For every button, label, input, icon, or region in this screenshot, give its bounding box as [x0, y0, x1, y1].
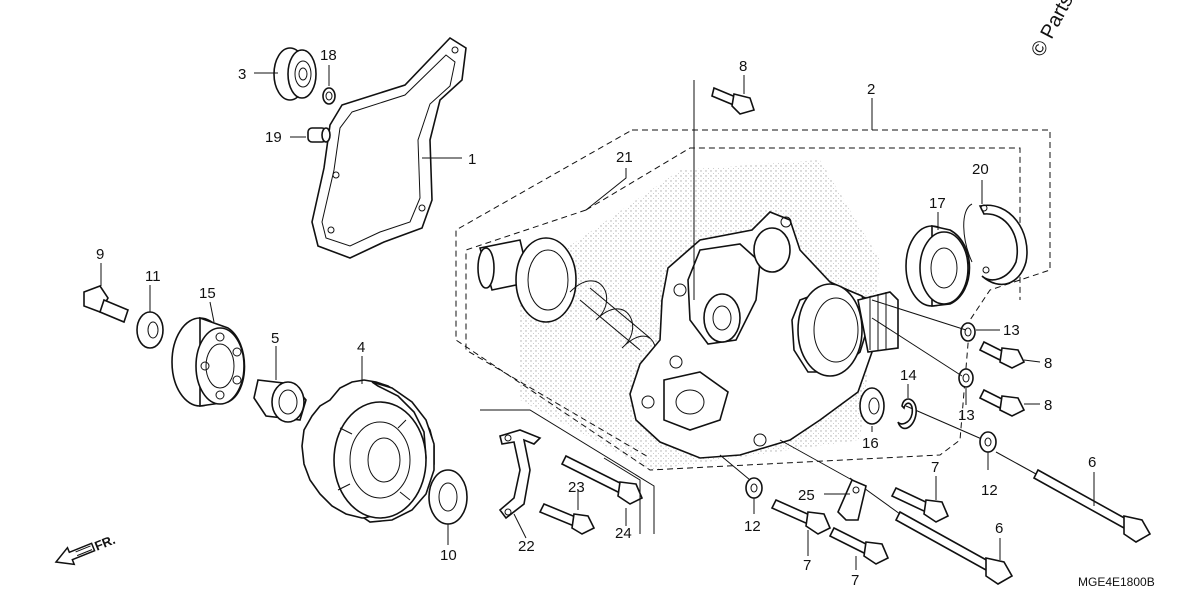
callout-24: 24: [615, 525, 632, 542]
callout-21: 21: [616, 149, 633, 166]
callout-7b: 7: [803, 557, 811, 574]
callout-12a: 12: [981, 482, 998, 499]
callout-23: 23: [568, 479, 585, 496]
callout-17: 17: [929, 195, 946, 212]
bolt-part-8-upper: [978, 340, 1026, 369]
callout-9: 9: [96, 246, 104, 263]
callout-2: 2: [867, 81, 875, 98]
callout-labels: 1 2 3 4 5 6 6 7 7 7 8 8 8 9 10 11 12 12 …: [96, 47, 1096, 589]
washer-part-12-left: [745, 477, 763, 499]
snap-ring-part-20: [978, 204, 1028, 286]
washer-part-11: [136, 311, 164, 349]
callout-8c: 8: [1044, 397, 1052, 414]
callout-12b: 12: [744, 518, 761, 535]
cap-seal-part: [273, 47, 317, 101]
circlip-part-14: [897, 398, 917, 430]
callout-11: 11: [145, 268, 161, 285]
bolt-part-9: [83, 285, 129, 324]
diagram-code: MGE4E1800B: [1078, 575, 1155, 589]
thrust-washer-part-10: [428, 469, 468, 525]
callout-15: 15: [199, 285, 216, 302]
washer-part-13-upper: [960, 322, 976, 342]
gasket-part: [311, 36, 467, 259]
long-bolt-part-6-lower: [894, 510, 1014, 585]
callout-8a: 8: [739, 58, 747, 75]
washer-part-13-lower: [958, 368, 974, 388]
assembly-outline-2: [455, 129, 1051, 471]
bolt-part-8-top: [711, 86, 756, 115]
washer-part-12-right: [979, 431, 997, 453]
callout-8b: 8: [1044, 355, 1052, 372]
callout-25: 25: [798, 487, 815, 504]
callout-6a: 6: [1088, 454, 1096, 471]
front-direction-arrow: FR.: [54, 532, 117, 566]
seal-part-16: [859, 387, 885, 425]
callout-1: 1: [468, 151, 476, 168]
callout-4: 4: [357, 339, 365, 356]
oil-seal-part-17: [905, 225, 971, 307]
bracket-part-22: [498, 429, 542, 520]
callout-13b: 13: [958, 407, 975, 424]
callout-7a: 7: [931, 459, 939, 476]
callout-6b: 6: [995, 520, 1003, 537]
callout-14: 14: [900, 367, 917, 384]
callout-19: 19: [265, 129, 282, 146]
long-bolt-part-6-upper: [1032, 468, 1152, 543]
callout-10: 10: [440, 547, 457, 564]
callout-18: 18: [320, 47, 337, 64]
collar-part-5: [253, 379, 307, 423]
front-direction-label: FR.: [92, 532, 117, 554]
bolt-part-7-lower: [828, 526, 890, 565]
callout-3: 3: [238, 66, 246, 83]
callout-20: 20: [972, 161, 989, 178]
bolt-part-7-middle: [770, 498, 832, 535]
dowel-pin-part-19: [307, 127, 331, 143]
gear-part-4: [301, 379, 435, 523]
bolt-part-8-lower: [978, 388, 1026, 417]
final-drive-housing: [477, 160, 899, 470]
callout-7c: 7: [851, 572, 859, 589]
callout-16: 16: [862, 435, 879, 452]
o-ring-part-18: [322, 87, 336, 105]
callout-5: 5: [271, 330, 279, 347]
watermark-text: © Parts: [1027, 0, 1078, 60]
callout-22: 22: [518, 538, 535, 555]
callout-13a: 13: [1003, 322, 1020, 339]
bolt-part-23: [538, 502, 596, 535]
bolt-part-24: [560, 454, 644, 505]
bolt-part-7-right: [890, 486, 950, 523]
bearing-part-15: [171, 316, 246, 407]
bracket-part-25: [837, 478, 867, 521]
